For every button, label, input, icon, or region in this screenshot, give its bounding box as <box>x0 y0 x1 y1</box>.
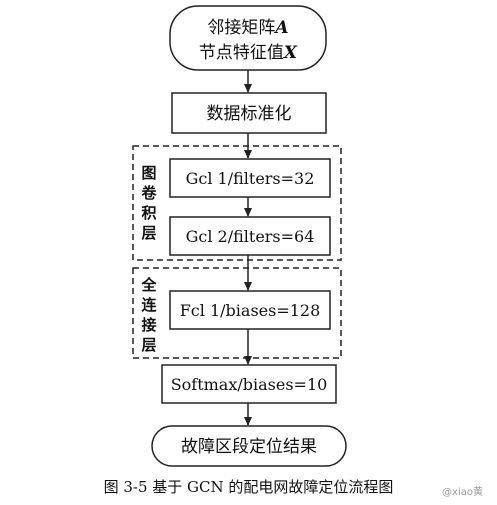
fully-connected-group <box>132 267 342 359</box>
normalize-box <box>171 92 327 134</box>
fully-connected-group-label-3: 接 <box>141 316 156 334</box>
gcl2-box <box>169 216 331 256</box>
softmax-label: Softmax/biases=10 <box>171 375 328 394</box>
softmax-box <box>161 364 337 404</box>
gcl1-label: Gcl 1/filters=32 <box>186 169 315 188</box>
normalize-label: 数据标准化 <box>207 104 292 124</box>
fully-connected-group-label-4: 层 <box>141 336 156 354</box>
watermark: @xiao黄 <box>442 487 483 498</box>
graph-conv-group-label-3: 积 <box>141 204 156 222</box>
graph-conv-group-label-2: 卷 <box>140 184 157 202</box>
gcl2-label: Gcl 2/filters=64 <box>186 227 315 246</box>
graph-conv-group-label-1: 图 <box>141 164 156 182</box>
end-node <box>151 425 347 467</box>
fully-connected-group-label-1: 全 <box>140 276 157 294</box>
fully-connected-group-label-2: 连 <box>141 296 157 314</box>
gcl1-box <box>169 158 331 198</box>
end-node-label: 故障区段定位结果 <box>181 437 317 457</box>
fcl1-box <box>169 290 331 330</box>
start-node-line1: 邻接矩阵A <box>207 18 288 38</box>
graph-conv-group <box>132 145 342 261</box>
start-node-line2: 节点特征值X <box>199 43 298 63</box>
figure-caption: 图 3-5 基于 GCN 的配电网故障定位流程图 <box>103 478 394 496</box>
fcl1-label: Fcl 1/biases=128 <box>180 301 321 320</box>
graph-conv-group-label-4: 层 <box>141 224 156 242</box>
